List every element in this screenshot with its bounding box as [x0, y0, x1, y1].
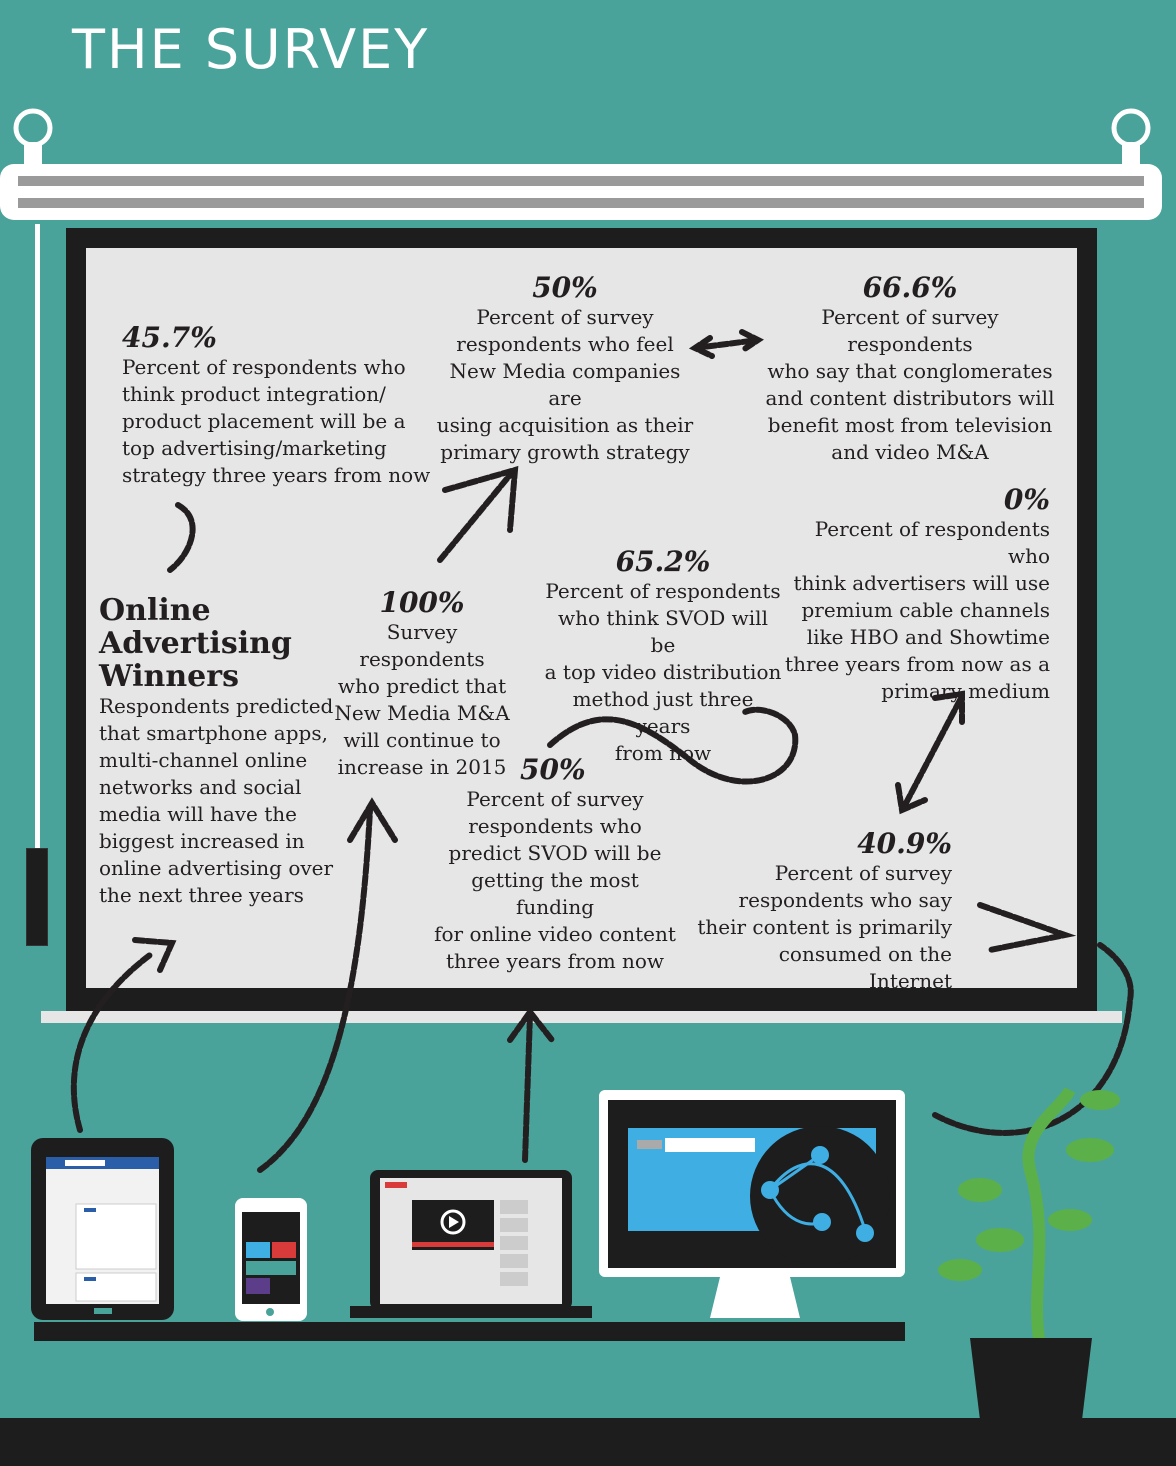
stat-40-9: 40.9% Percent of survey respondents who … — [690, 828, 952, 995]
winners-line: that smartphone apps, — [99, 721, 328, 745]
screen-bottom-bar — [41, 1011, 1122, 1023]
winners-heading-line: Online — [99, 593, 211, 628]
stat-line: getting the most funding — [471, 868, 639, 919]
arrow-to-winners — [70, 937, 177, 1133]
winners-heading-line: Winners — [99, 659, 239, 694]
stat-line: who think SVOD will be — [558, 606, 768, 657]
laptop-icon — [350, 1170, 592, 1318]
stat-line: who predict that — [337, 674, 507, 698]
arrow-to-40 — [932, 902, 1134, 1136]
roller-stripe — [18, 176, 1144, 186]
page-title: THE SURVEY — [72, 18, 430, 81]
stat-line: Percent of respondents — [545, 579, 781, 603]
stat-50-top: 50% Percent of survey respondents who fe… — [430, 272, 700, 466]
stat-line: method just three years — [572, 687, 754, 738]
stat-65-2: 65.2% Percent of respondents who think S… — [543, 546, 783, 767]
pull-cord-handle[interactable] — [26, 848, 48, 946]
stat-percentage: 50% — [520, 753, 586, 786]
stat-line: benefit most from television — [767, 413, 1053, 437]
arrow-double-top — [688, 329, 764, 359]
stat-line: three years from now — [445, 949, 665, 973]
roller-stripe-2 — [18, 198, 1144, 208]
stat-line: and content distributors will — [765, 386, 1055, 410]
winners-line: media will have the — [99, 802, 297, 826]
winners-line: networks and social — [99, 775, 302, 799]
stat-line: respondents who say — [738, 888, 952, 912]
stat-percentage: 0% — [1003, 483, 1050, 516]
stat-line: primary growth strategy — [440, 440, 690, 464]
stat-66-6: 66.6% Percent of survey respondents who … — [760, 272, 1060, 466]
arrow-to-50-top — [437, 465, 519, 563]
arrow-to-50-bottom — [507, 1006, 555, 1163]
stat-line: premium cable channels — [801, 598, 1050, 622]
floor — [0, 1418, 1176, 1466]
desktop-monitor-icon — [599, 1090, 905, 1318]
stat-line: for online video content — [434, 922, 676, 946]
stat-percentage: 65.2% — [615, 545, 711, 578]
arrow-to-100 — [257, 797, 398, 1173]
stat-50-bottom: 50% Percent of survey respondents who pr… — [430, 754, 680, 975]
right-hook-stem — [1122, 142, 1140, 164]
stat-line: predict SVOD will be — [448, 841, 662, 865]
projector-roller — [0, 108, 1162, 220]
stat-line: respondents who — [468, 814, 642, 838]
tablet-icon — [31, 1138, 174, 1320]
stat-45-7: 45.7% Percent of respondents who think p… — [122, 322, 432, 489]
stat-0: 0% Percent of respondents who think adve… — [770, 484, 1050, 705]
stat-line: Percent of respondents who — [122, 355, 406, 379]
stat-line: from now — [614, 741, 712, 765]
winners-line: biggest increased in — [99, 829, 305, 853]
stat-line: think product integration/ — [122, 382, 386, 406]
stat-line: New Media M&A — [334, 701, 510, 725]
stat-line: increase in 2015 — [337, 755, 507, 779]
winners-heading-line: Advertising — [99, 626, 292, 661]
smartphone-icon — [235, 1198, 307, 1321]
pull-cord[interactable] — [35, 224, 40, 849]
desk — [34, 1322, 905, 1341]
stat-line: Percent of survey — [466, 787, 644, 811]
winners-line: Respondents predicted — [99, 694, 334, 718]
stat-line: consumed on the Internet — [778, 942, 952, 993]
winners-line: online advertising over — [99, 856, 334, 880]
globe-icon — [750, 1126, 890, 1266]
stat-line: like HBO and Showtime — [806, 625, 1050, 649]
stat-percentage: 100% — [379, 586, 465, 619]
stat-line: think advertisers will use — [793, 571, 1050, 595]
arrow-double-right — [895, 690, 965, 815]
stat-line: New Media companies are — [449, 359, 681, 410]
stat-line: product placement will be a — [122, 409, 406, 433]
stat-line: who say that conglomerates — [767, 359, 1053, 383]
arrow-curl-left — [167, 502, 196, 573]
play-icon — [440, 1209, 466, 1235]
stat-line: and video M&A — [831, 440, 989, 464]
stat-line: their content is primarily — [697, 915, 952, 939]
stat-line: will continue to — [343, 728, 501, 752]
stat-line: Percent of survey — [774, 861, 952, 885]
stat-line: Survey respondents — [359, 620, 485, 671]
winners-line: multi-channel online — [99, 748, 308, 772]
stat-line: using acquisition as their — [436, 413, 694, 437]
plant-icon — [938, 1086, 1120, 1420]
arrow-wave — [547, 706, 799, 785]
left-hook-stem — [24, 142, 42, 164]
stat-line: respondents who feel — [456, 332, 674, 356]
stat-percentage: 50% — [532, 271, 598, 304]
stat-percentage: 40.9% — [857, 827, 952, 860]
winners-line: the next three years — [99, 883, 304, 907]
stat-percentage: 45.7% — [122, 321, 217, 354]
stat-line: Percent of survey — [476, 305, 654, 329]
stat-line: strategy three years from now — [122, 463, 431, 487]
stat-line: Percent of survey respondents — [821, 305, 999, 356]
stat-percentage: 66.6% — [862, 271, 958, 304]
online-advertising-winners: Online Advertising Winners Respondents p… — [99, 594, 339, 909]
stat-line: primary medium — [881, 679, 1050, 703]
stat-line: top advertising/marketing — [122, 436, 387, 460]
projector-screen — [86, 248, 1077, 988]
stat-line: a top video distribution — [544, 660, 782, 684]
stat-100: 100% Survey respondents who predict that… — [322, 587, 522, 781]
stat-line: Percent of respondents who — [814, 517, 1050, 568]
stat-line: three years from now as a — [785, 652, 1050, 676]
